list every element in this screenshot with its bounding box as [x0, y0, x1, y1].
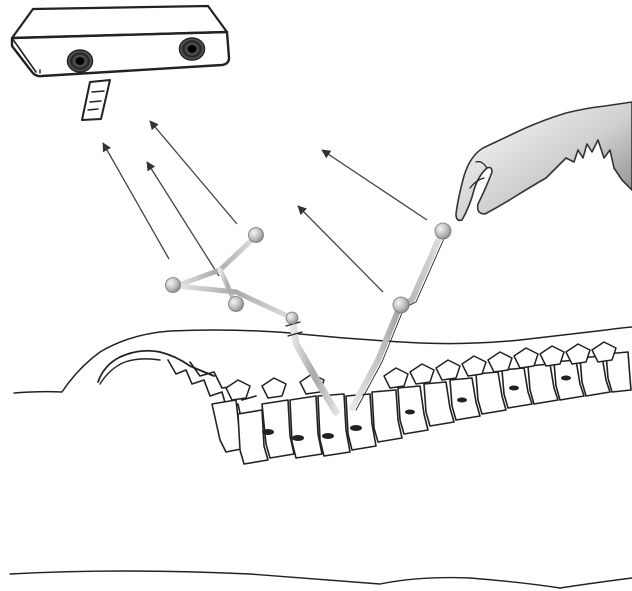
tracking-marker [229, 297, 244, 312]
hand-icon [456, 102, 632, 220]
right-lens-icon [180, 38, 205, 60]
body-contour-lower [10, 571, 632, 588]
ray-arrow [150, 121, 237, 224]
tracking-marker [393, 297, 409, 313]
ray-arrow [103, 143, 169, 259]
tracking-marker [249, 228, 264, 243]
left-lens-icon [68, 50, 93, 72]
tracking-marker [166, 278, 181, 293]
tracking-rays [103, 121, 427, 292]
stereo-camera-icon [12, 6, 229, 120]
ray-arrow [147, 162, 219, 276]
ray-arrow [322, 150, 427, 220]
tracking-marker [435, 223, 451, 239]
ray-arrow [298, 206, 383, 292]
